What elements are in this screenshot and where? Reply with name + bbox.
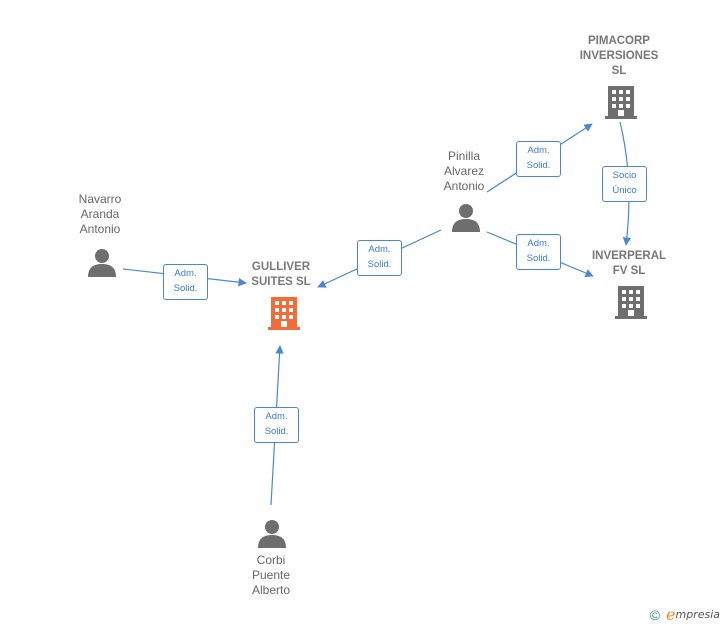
copyright-brand: © e mpresia xyxy=(650,605,720,624)
node-label-pimacorp[interactable]: PIMACORP INVERSIONES SL xyxy=(579,35,659,77)
node-label-corbi[interactable]: Corbi Puente Alberto xyxy=(251,553,291,597)
node-label-gulliver[interactable]: GULLIVER SUITES SL xyxy=(251,261,311,288)
person-icon[interactable] xyxy=(257,518,287,548)
building-icon[interactable] xyxy=(268,295,300,331)
edge-label-pinilla-gulliver: Adm. Solid. xyxy=(357,240,402,276)
node-label-navarro[interactable]: Navarro Aranda Antonio xyxy=(78,192,122,236)
copyright-icon: © xyxy=(649,606,661,623)
person-icon[interactable] xyxy=(451,202,481,232)
brand-logo-initial: e xyxy=(666,605,676,624)
edge-label-pimacorp-inverperal: Socio Único xyxy=(602,166,647,202)
person-icon[interactable] xyxy=(87,247,117,277)
edge-label-pinilla-inverperal: Adm. Solid. xyxy=(516,234,561,270)
node-label-pinilla[interactable]: Pinilla Alvarez Antonio xyxy=(443,149,485,193)
edge-label-navarro-gulliver: Adm. Solid. xyxy=(163,264,208,300)
edge-label-corbi-gulliver: Adm. Solid. xyxy=(254,407,299,443)
building-icon[interactable] xyxy=(605,84,637,120)
building-icon[interactable] xyxy=(615,284,647,320)
brand-logo-text: mpresia xyxy=(675,608,720,621)
node-label-inverperal[interactable]: INVERPERAL FV SL xyxy=(591,250,667,277)
edge-label-pinilla-pimacorp: Adm. Solid. xyxy=(516,141,561,177)
